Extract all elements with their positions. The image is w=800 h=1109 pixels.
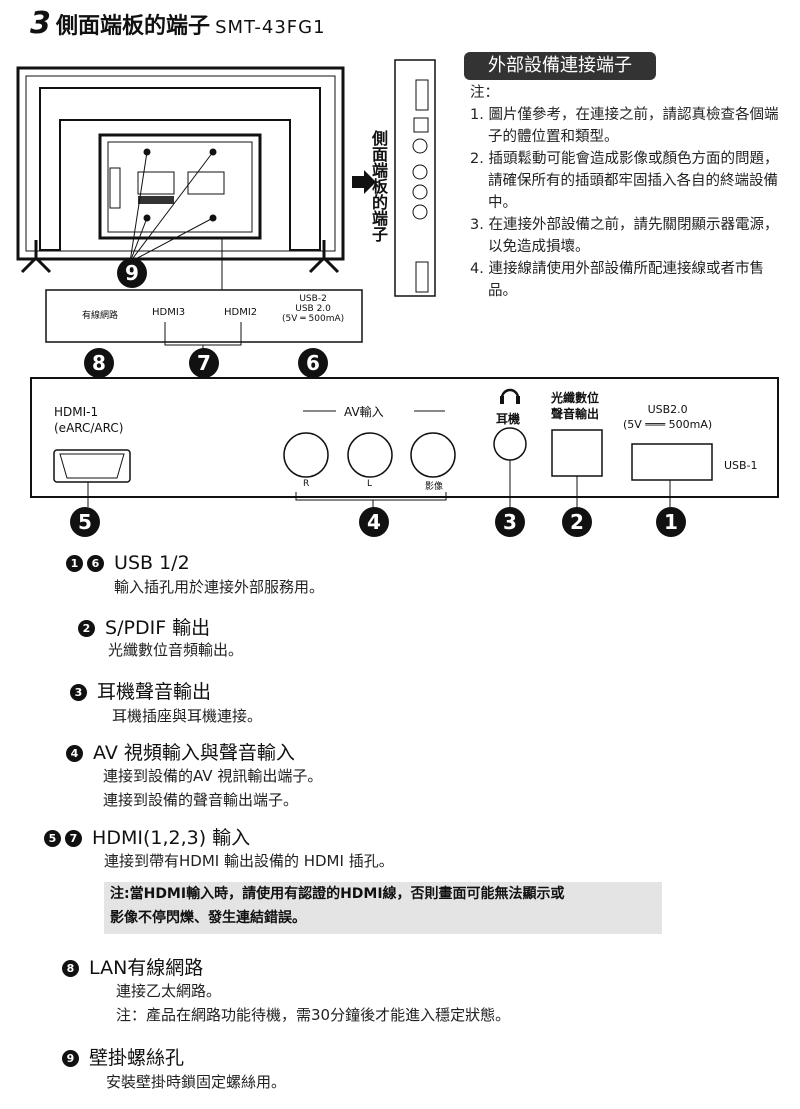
badge-7: 7 [189, 348, 219, 378]
hdmi1-line2: (eARC/ARC) [54, 421, 124, 435]
section-number: 3 [30, 6, 51, 41]
section-av: 4 AV 視頻輸入與聲音輸入 [66, 738, 295, 765]
badge-1-small: 1 [66, 555, 83, 572]
note-item: 3. 在連接外部設備之前，請先關閉顯示器電源，以免造成損壞。 [470, 217, 779, 255]
badge-6-small: 6 [87, 555, 104, 572]
av-input-label: AV輸入 [344, 405, 384, 419]
notes-label: 注： [470, 85, 499, 101]
headphone-label: 耳機 [496, 412, 521, 426]
usb2-line1: USB-2 [299, 294, 327, 304]
badge-6: 6 [298, 348, 328, 378]
section-headphone: 3 耳機聲音輸出 [70, 677, 211, 704]
tv-rear-diagram [16, 59, 779, 507]
usb-port-label: USB2.0 (5V ═══ 500mA) [623, 402, 712, 432]
lan-port-label: 有線網路 [82, 311, 119, 321]
usb2-port-label: USB-2 USB 2.0 (5V ═ 500mA) [282, 294, 344, 324]
note-item: 4. 連接線請使用外部設備所配連接線或者市售品。 [470, 261, 764, 299]
badge-8-small: 8 [62, 960, 79, 977]
model-number: SMT-43FG1 [215, 17, 326, 38]
section-desc-wall-mount: 安裝壁掛時鎖固定螺絲用。 [106, 1073, 287, 1091]
optical-line1: 光纖數位 [551, 391, 600, 405]
av-r-label: R [303, 479, 310, 489]
section-title-headphone: 耳機聲音輸出 [97, 681, 212, 703]
badge-8: 8 [84, 348, 114, 378]
page-title: 3 側面端板的端子 SMT-43FG1 [30, 6, 326, 41]
side-panel-label: 側面端板的端子 [369, 130, 388, 242]
badge-3: 3 [495, 507, 525, 537]
section-desc-hdmi: 連接到帶有HDMI 輸出設備的 HDMI 插孔。 [104, 852, 394, 870]
optical-line2: 聲音輸出 [551, 407, 600, 421]
hdmi1-port-label: HDMI-1 (eARC/ARC) [54, 404, 123, 436]
badge-5-small: 5 [44, 830, 61, 847]
section-desc-av: 連接到設備的AV 視訊輸出端子。 連接到設備的聲音輸出端子。 [103, 764, 322, 812]
section-desc-lan: 連接乙太網路。 注：產品在網路功能待機，需30分鐘後才能進入穩定狀態。 [116, 979, 510, 1027]
badge-9: 9 [117, 258, 147, 288]
badge-2-small: 2 [78, 620, 95, 637]
usb2-line3: (5V ═ 500mA) [282, 314, 345, 324]
usb-line1: USB2.0 [647, 403, 688, 416]
hdmi1-line1: HDMI-1 [54, 405, 99, 419]
usb1-label: USB-1 [724, 459, 758, 472]
note-item: 2. 插頭鬆動可能會造成影像或顏色方面的問題，請確保所有的插頭都牢固插入各自的終… [470, 151, 779, 211]
optical-port-label: 光纖數位 聲音輸出 [551, 390, 599, 422]
hdmi2-port-label: HDMI2 [224, 307, 258, 318]
badge-3-small: 3 [70, 684, 87, 701]
section-desc-spdif: 光纖數位音頻輸出。 [108, 641, 244, 659]
badge-4: 4 [359, 507, 389, 537]
desc-line: 連接到設備的AV 視訊輸出端子。 [103, 767, 323, 785]
section-title-lan: LAN有線網路 [89, 957, 204, 979]
section-desc-usb: 輸入插孔用於連接外部服務用。 [114, 578, 325, 596]
hdmi3-port-label: HDMI3 [152, 307, 186, 318]
section-lan: 8 LAN有線網路 [62, 953, 203, 980]
section-title-wall-mount: 壁掛螺絲孔 [89, 1047, 185, 1069]
badge-1: 1 [656, 507, 686, 537]
section-title-usb: USB 1/2 [114, 552, 190, 574]
badge-7-small: 7 [65, 830, 82, 847]
hdmi-note-box: 注:當HDMI輸入時，請使用有認證的HDMI線，否則畫面可能無法顯示或 影像不停… [104, 882, 662, 934]
notes-list: 注： 1. 圖片僅參考，在連接之前，請認真檢查各個端子的體位置和類型。 2. 插… [470, 82, 788, 302]
badge-9-small: 9 [62, 1050, 79, 1067]
section-title-hdmi: HDMI(1,2,3) 輸入 [92, 827, 251, 849]
badge-2: 2 [562, 507, 592, 537]
section-desc-headphone: 耳機插座與耳機連接。 [112, 707, 263, 725]
av-l-label: L [367, 479, 373, 489]
badge-4-small: 4 [66, 745, 83, 762]
section-title-av: AV 視頻輸入與聲音輸入 [93, 742, 295, 764]
hdmi-note-line: 影像不停閃爍、發生連結錯誤。 [110, 910, 306, 926]
hdmi-note-line: 注:當HDMI輸入時，請使用有認證的HDMI線，否則畫面可能無法顯示或 [110, 886, 565, 902]
section-title: 側面端板的端子 [55, 14, 210, 39]
note-item: 1. 圖片僅參考，在連接之前，請認真檢查各個端子的體位置和類型。 [470, 107, 779, 145]
desc-line: 注：產品在網路功能待機，需30分鐘後才能進入穩定狀態。 [116, 1006, 511, 1024]
desc-line: 連接到設備的聲音輸出端子。 [103, 791, 299, 809]
usb2-line2: USB 2.0 [295, 304, 331, 314]
av-video-label: 影像 [425, 482, 444, 492]
external-devices-title: 外部設備連接端子 [464, 52, 656, 80]
section-spdif: 2 S/PDIF 輸出 [78, 613, 210, 640]
section-wall-mount: 9 壁掛螺絲孔 [62, 1043, 184, 1070]
badge-5: 5 [70, 507, 100, 537]
section-title-spdif: S/PDIF 輸出 [105, 617, 211, 639]
desc-line: 連接乙太網路。 [116, 982, 222, 1000]
usb-line2: (5V ═══ 500mA) [623, 418, 713, 431]
